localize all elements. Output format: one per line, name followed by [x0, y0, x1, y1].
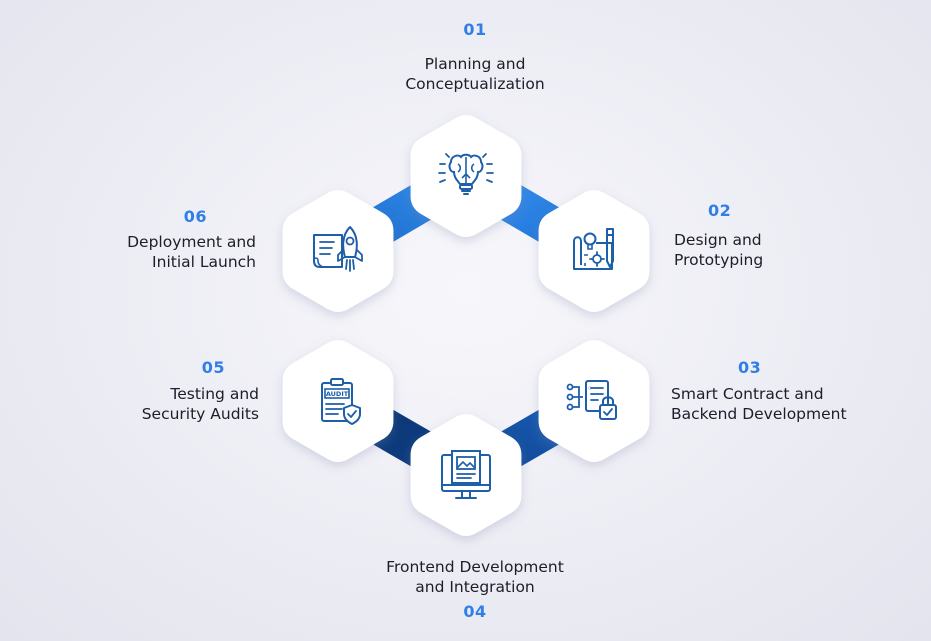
- step-number-06: 06: [183, 207, 207, 226]
- rocket-document-icon: [313, 226, 363, 272]
- brain-lightbulb-icon: [438, 153, 494, 195]
- step-title-01: Planning and Conceptualization: [405, 55, 545, 93]
- step-node-04: [410, 414, 522, 536]
- step-number-02: 02: [708, 201, 732, 220]
- step-node-01: [410, 115, 522, 237]
- step-hexagon: [282, 190, 394, 312]
- step-node-02: [538, 190, 650, 312]
- step-number-04: 04: [463, 602, 487, 621]
- step-number-03: 03: [738, 358, 762, 377]
- monitor-webpage-icon: [441, 450, 491, 499]
- step-title-04: Frontend Development and Integration: [386, 558, 564, 596]
- step-number-05: 05: [201, 358, 225, 377]
- step-hexagon: [538, 190, 650, 312]
- step-node-06: [282, 190, 394, 312]
- step-title-03: Smart Contract and Backend Development: [671, 385, 847, 423]
- blueprint-design-icon: [573, 228, 614, 270]
- step-title-05: Testing and Security Audits: [141, 385, 259, 423]
- step-title-06: Deployment and Initial Launch: [127, 233, 256, 271]
- step-title-02: Design and Prototyping: [674, 231, 764, 269]
- document-lock-icon: [566, 380, 617, 420]
- step-number-01: 01: [463, 20, 487, 39]
- audit-clipboard-icon: AUDIT: [321, 378, 361, 425]
- step-node-05: AUDIT: [282, 340, 394, 462]
- step-hexagon: [282, 340, 394, 462]
- svg-text:AUDIT: AUDIT: [326, 390, 349, 398]
- step-hexagon: [538, 340, 650, 462]
- step-node-03: [538, 340, 650, 462]
